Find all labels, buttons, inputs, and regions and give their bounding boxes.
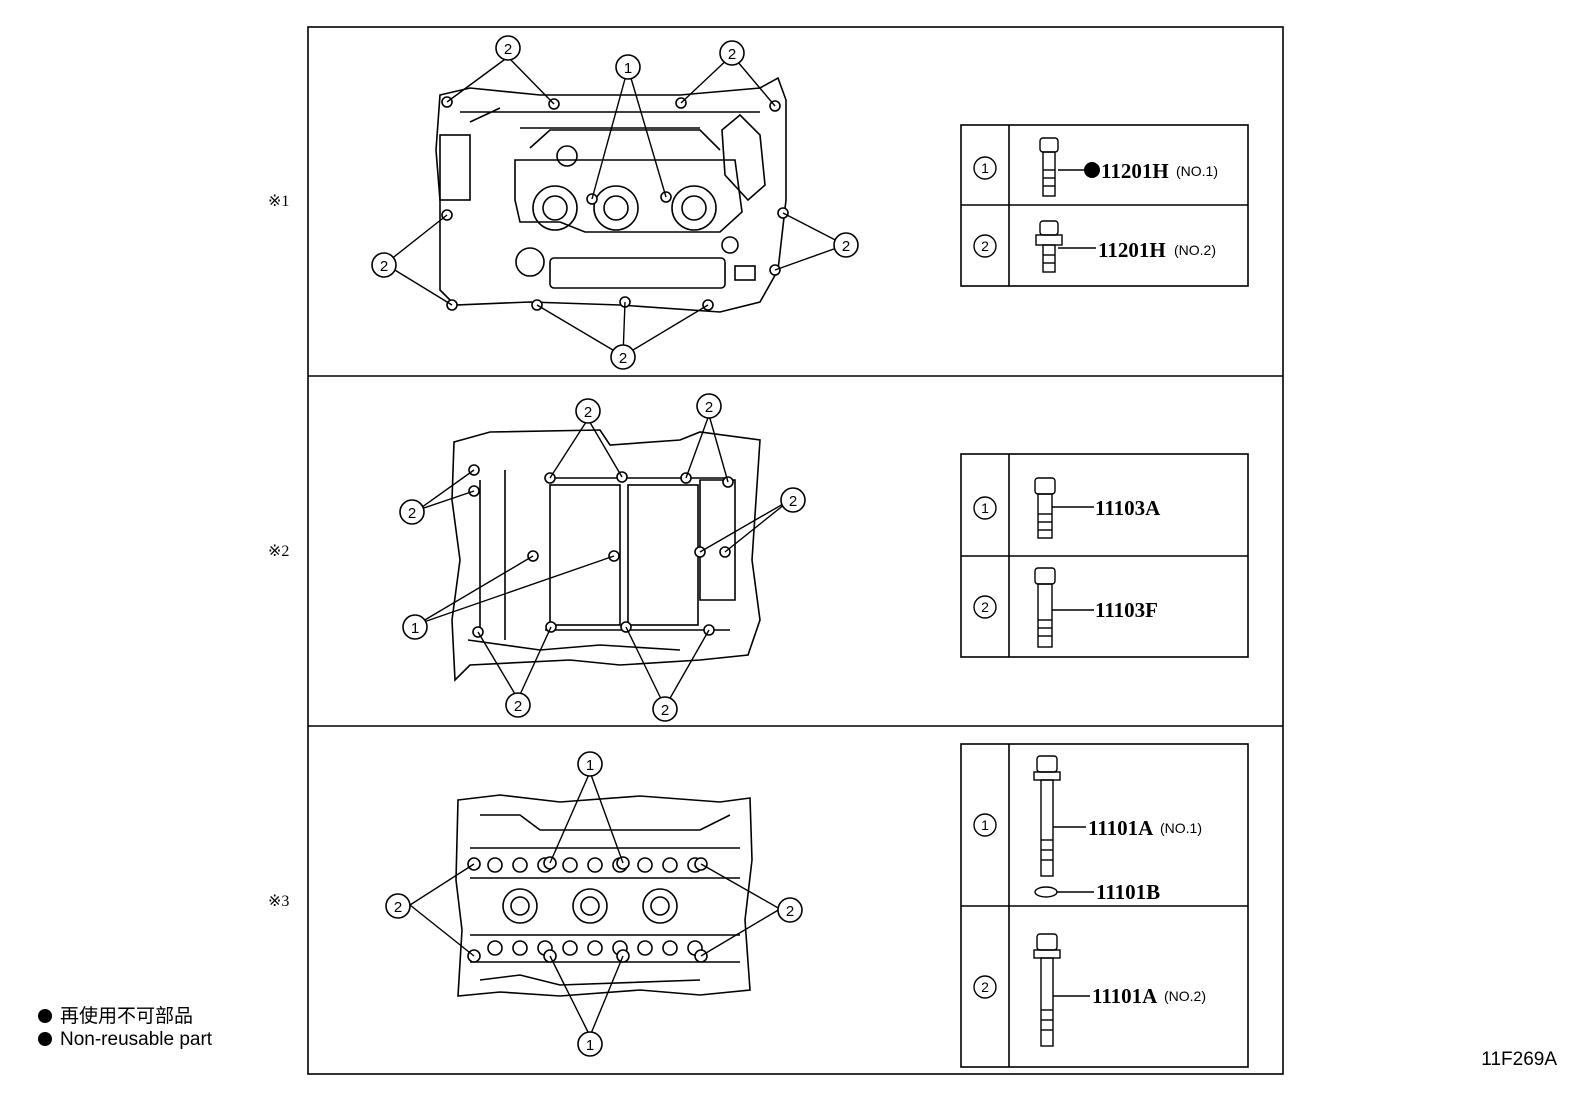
- callout-2: 2: [786, 903, 794, 920]
- cylinder-head-drawing: [455, 794, 753, 997]
- figure-code: 11F269A: [1481, 1049, 1557, 1070]
- part-qualifier: (NO.2): [1164, 988, 1206, 1004]
- cylinder-head-cover-drawing: [435, 76, 787, 313]
- table-row-index: 2: [981, 238, 989, 254]
- callout-2: 2: [504, 41, 512, 58]
- section-marker-1: ※1: [268, 193, 289, 210]
- legend-text: 再使用不可部品: [60, 1006, 194, 1027]
- table-row-index: 2: [981, 599, 989, 615]
- legend-text: Non-reusable part: [60, 1029, 213, 1050]
- part-number: 11101A: [1088, 816, 1154, 840]
- section2-callouts: 2 2 2 2 1 2 2: [399, 393, 806, 722]
- callout-2: 2: [789, 493, 797, 510]
- callout-1: 1: [624, 60, 632, 77]
- section-marker-3: ※3: [268, 893, 289, 910]
- table-row-index: 1: [981, 500, 989, 516]
- section1-parts-table: 1 2 11201H (NO.1) 11201H (NO.2): [960, 124, 1249, 287]
- section1-callouts: 2 2 1 2 2 2: [371, 35, 859, 370]
- callout-2: 2: [661, 702, 669, 719]
- callout-2: 2: [514, 698, 522, 715]
- callout-1: 1: [586, 1037, 594, 1054]
- part-number: 11101A: [1092, 984, 1158, 1008]
- legend-non-reusable-en: Non-reusable part: [38, 1029, 212, 1051]
- part-number: 11103A: [1095, 496, 1161, 520]
- section3-callouts: 1 2 2 1: [385, 751, 803, 1057]
- section-marker-2: ※2: [268, 543, 289, 560]
- callout-2: 2: [408, 505, 416, 522]
- table-row-index: 2: [981, 979, 989, 995]
- callout-1: 1: [411, 620, 419, 637]
- callout-2: 2: [619, 350, 627, 367]
- legend-non-reusable-jp: 再使用不可部品: [38, 1006, 193, 1028]
- table-row-index: 1: [981, 160, 989, 176]
- filled-dot-icon: [38, 1032, 52, 1046]
- part-number: 11201H: [1098, 238, 1166, 262]
- part-number: 11103F: [1095, 598, 1158, 622]
- callout-2: 2: [584, 404, 592, 421]
- part-qualifier: (NO.1): [1160, 820, 1202, 836]
- part-number: 11101B: [1096, 880, 1160, 904]
- part-qualifier: (NO.1): [1176, 163, 1218, 179]
- part-number: 11201H: [1101, 159, 1169, 183]
- part-qualifier: (NO.2): [1174, 242, 1216, 258]
- callout-2: 2: [380, 258, 388, 275]
- filled-dot-icon: [38, 1009, 52, 1023]
- non-reusable-marker: [1084, 162, 1100, 178]
- callout-2: 2: [842, 238, 850, 255]
- main-frame: [307, 26, 1284, 1075]
- table-row-index: 1: [981, 817, 989, 833]
- callout-1: 1: [586, 757, 594, 774]
- callout-2: 2: [394, 899, 402, 916]
- section3-parts-table: 1 2 11101A (NO.1) 11101B 11101A (NO.2): [960, 743, 1249, 1068]
- cylinder-block-drawing: [451, 429, 761, 682]
- callout-2: 2: [728, 46, 736, 63]
- section2-parts-table: 1 2 11103A 11103F: [960, 453, 1249, 658]
- callout-2: 2: [705, 399, 713, 416]
